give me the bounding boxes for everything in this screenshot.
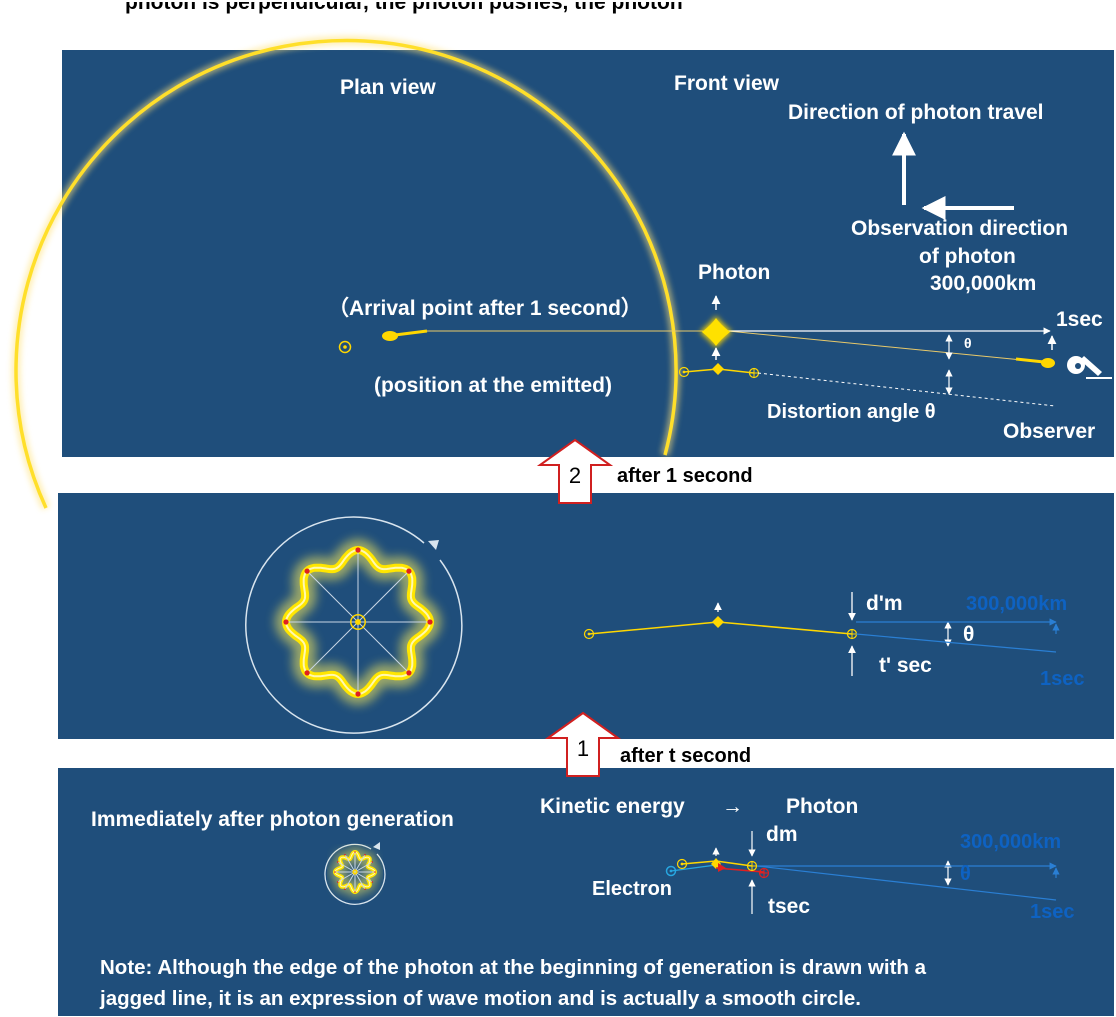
bottom-dimension-arrows [748,831,952,914]
step1-label: after t second [620,745,752,767]
front-plan-view-panel [62,50,1114,457]
ring-node-dot [304,568,310,574]
spoke-line [344,854,356,873]
photon-wavefront-arc [11,36,681,510]
spoke-line [354,854,366,873]
front-view-label: Front view [674,72,780,95]
header-clipped-text: photon is perpendicular, the photon push… [125,2,683,14]
theta-label-bottom: θ [960,863,971,885]
arrival-point-marker [338,340,352,354]
plan-view-label: Plan view [340,76,436,99]
photon-label-bottom: Photon [786,795,859,818]
ring-node-dot [354,891,356,893]
distance-label-bottom: 300,000km [960,831,1062,853]
ring-node-dot [283,619,289,625]
ring-node-dot [427,619,433,625]
electron-wave-ring-bottom [329,846,381,898]
photon-icon [700,316,732,348]
step1-arrow [544,711,622,777]
electron-label: Electron [592,878,673,900]
spoke-line [354,861,373,873]
emitted-position-marker [382,329,428,341]
ring-node-dot [371,861,374,863]
note-line-1: Note: Although the edge of the photon at… [100,956,927,979]
ring-node-dot [344,888,346,891]
immediately-label: Immediately after photon generation [91,808,454,831]
tprime-sec-label: t' sec [879,654,932,677]
note-line-2: jagged line, it is an expression of wave… [100,987,861,1010]
spoke-line [344,871,356,890]
observer-end-marker [1015,357,1055,368]
ring-node-dot [336,861,339,863]
ring-node-dot [355,691,361,697]
orbit-circle-mid [245,516,463,734]
one-sec-label-mid: 1sec [1040,668,1085,690]
ring-node-dot [364,888,366,891]
nucleus-ring [350,614,366,630]
step2-arrow [536,438,614,504]
tsec-label: tsec [768,895,811,918]
ring-node-dot [354,851,356,853]
kinetic-energy-label: Kinetic energy [540,795,685,818]
distortion-angle-label: Distortion angle θ [767,401,936,423]
dm-label: dm [766,823,798,846]
nucleus-ring [352,869,358,875]
spoke-line [357,570,410,623]
nucleus-dot [354,871,356,873]
step1-number: 1 [576,736,590,761]
spoke-line [337,861,356,873]
observer-line [727,330,1033,362]
orbit-circle-bottom [324,842,386,905]
ring-node-dot [364,853,366,856]
step2-number: 2 [568,463,582,488]
observer-label: Observer [1003,420,1096,443]
spoke-line [354,871,373,883]
spoke-line [306,621,359,674]
ring-node-dot [374,871,376,873]
mid-electron-chain [583,602,858,640]
arrival-point-label: （Arrival point after 1 second） [328,297,642,320]
observation-direction-label: Observation direction [851,217,1069,240]
nucleus-dot [355,619,361,625]
spoke-line [354,871,366,890]
theta-label-mid: θ [963,623,975,646]
spoke-line [306,570,359,623]
ring-node-dot [336,881,339,883]
distance-label-mid: 300,000km [966,593,1068,615]
ring-node-dot [371,881,374,883]
note-text: Note: Although the edge of the photon at… [100,952,1110,1014]
distance-label-top: 300,000km [930,272,1037,295]
ring-node-dot [334,871,336,873]
bottom-electron-chain [665,847,770,879]
mid-dimension-arrows [848,592,952,676]
mid-blue-reference [855,618,1060,653]
ring-node-dot [406,670,412,676]
electron-wave-ring-mid [274,538,442,706]
after-t-second-panel [58,493,1114,739]
spoke-line [357,621,410,674]
photon-label-top: Photon [698,261,771,284]
one-sec-label-top: 1sec [1056,308,1103,331]
ring-node-dot [355,547,361,553]
emitted-position-label: (position at the emitted) [374,374,612,397]
of-photon-label: of photon [919,245,1016,268]
ring-node-dot [406,568,412,574]
eye-icon [1067,356,1112,379]
theta-label-top: θ [964,335,972,351]
small-electron-chain-top [678,363,1056,407]
step2-label: after 1 second [617,465,753,487]
generation-panel [58,768,1114,1016]
one-sec-label-bottom: 1sec [1030,901,1075,923]
ring-node-dot [344,853,346,856]
bottom-blue-reference [756,862,1060,901]
dprime-m-label: d'm [866,592,903,615]
ring-node-dot [304,670,310,676]
arrow-label: → [722,795,743,818]
spoke-line [337,871,356,883]
direction-of-travel-label: Direction of photon travel [788,101,1044,124]
